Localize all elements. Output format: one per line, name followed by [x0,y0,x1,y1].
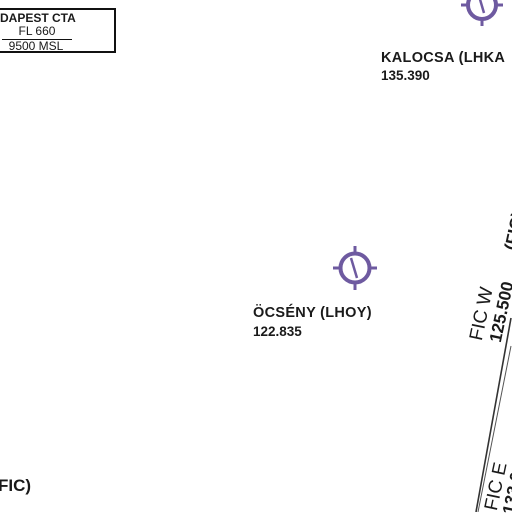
fic-boundary-line-inner [477,345,512,512]
aerodrome-name-ocseny[interactable]: ÖCSÉNY (LHOY) [253,305,372,321]
aerodrome-symbol-icon[interactable] [461,0,503,26]
cta-name: DAPEST CTA [0,11,76,25]
cta-divider [2,39,72,40]
aerodrome-frequency-ocseny: 122.835 [253,324,302,339]
fic-label-fragment: FIC) [0,476,32,495]
aerodrome-symbol-icon[interactable] [333,246,377,290]
fic-boundary-line [475,317,512,512]
cta-limits-box: DAPEST CTA FL 660 9500 MSL [0,8,116,53]
cta-upper-limit: FL 660 [18,24,56,38]
cta-lower-limit: 9500 MSL [8,39,64,53]
aerodrome-frequency-kalocsa: 135.390 [381,68,430,83]
aerodrome-name-kalocsa[interactable]: KALOCSA (LHKA [381,50,506,66]
